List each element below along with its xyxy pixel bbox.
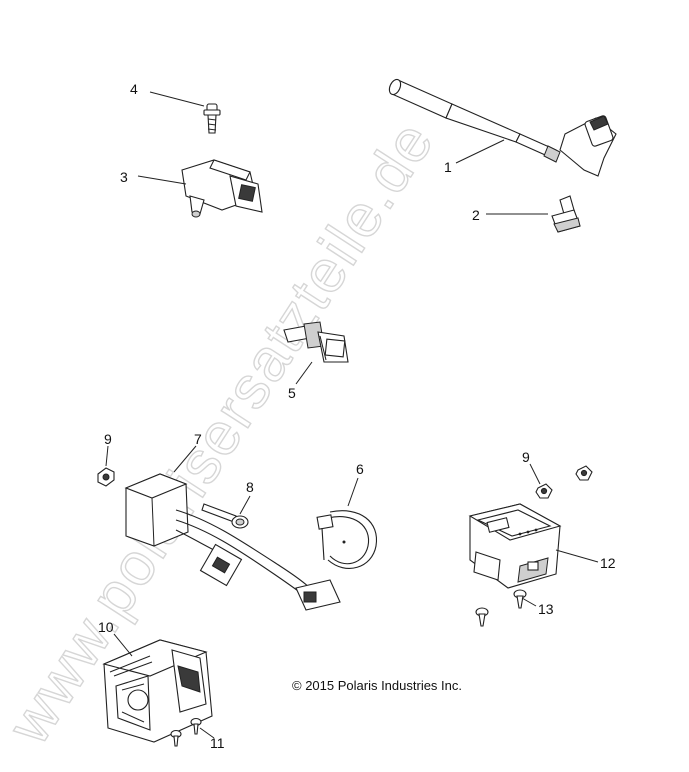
part-6-cable-tie — [316, 510, 378, 569]
part-2-bolt — [551, 195, 581, 233]
callout-7: 7 — [194, 431, 202, 447]
callout-11: 11 — [210, 735, 225, 751]
callout-10: 10 — [98, 619, 114, 635]
callout-9b: 9 — [522, 449, 530, 465]
callout-9a: 9 — [104, 431, 112, 447]
part-7-control-module — [124, 473, 341, 611]
callout-8: 8 — [246, 479, 254, 495]
part-3-map-sensor — [181, 159, 263, 218]
callout-3: 3 — [120, 169, 128, 185]
callout-13: 13 — [538, 601, 554, 617]
copyright-notice: © 2015 Polaris Industries Inc. — [292, 678, 462, 693]
callout-2: 2 — [472, 207, 480, 223]
part-13-screws — [475, 589, 527, 627]
part-9a-nut — [97, 467, 115, 487]
callout-5: 5 — [288, 385, 296, 401]
part-9b-nuts — [535, 465, 593, 499]
callout-12: 12 — [600, 555, 616, 571]
part-12-electronic-box — [468, 503, 562, 589]
part-4-screw — [203, 103, 221, 134]
part-11-screws — [170, 717, 202, 747]
part-10-ecu — [102, 639, 213, 743]
part-8-bolt — [201, 503, 249, 529]
callout-6: 6 — [356, 461, 364, 477]
part-1-speed-sensor — [388, 78, 617, 177]
callout-1: 1 — [444, 159, 452, 175]
callout-4: 4 — [130, 81, 138, 97]
part-5-temp-sensor — [283, 321, 349, 363]
